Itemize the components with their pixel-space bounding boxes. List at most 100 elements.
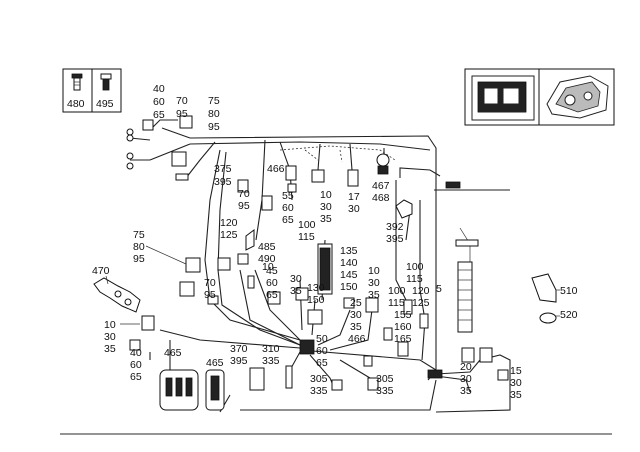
part-number: 17 [348, 191, 360, 203]
part-number: 480 [67, 98, 85, 110]
part-number: 60 [153, 96, 165, 108]
part-number: 35 [290, 285, 302, 297]
part-number: 60 [266, 277, 278, 289]
part-number: 115 [406, 273, 423, 285]
part-number: 305 [376, 373, 394, 385]
part-number: 335 [310, 385, 328, 397]
part-number: 485 [258, 241, 276, 253]
part-number: 30 [320, 201, 332, 213]
part-number: 335 [376, 385, 394, 397]
part-number: 55 [282, 190, 294, 202]
part-number: 75 [133, 229, 145, 241]
part-number: 70 [238, 188, 250, 200]
part-number: 35 [510, 389, 522, 401]
part-number: 510 [560, 285, 578, 297]
part-number: 15 [510, 365, 522, 377]
part-number: 100 [388, 285, 406, 297]
part-number: 305 [310, 373, 328, 385]
part-number: 95 [238, 200, 250, 212]
part-number: 335 [262, 355, 280, 367]
part-number: 60 [316, 345, 328, 357]
part-number: 30 [350, 309, 362, 321]
part-number: 30 [290, 273, 302, 285]
part-number: 160 [394, 321, 412, 333]
leader-lines [105, 245, 560, 325]
part-number: 30 [460, 373, 472, 385]
part-number: 495 [96, 98, 114, 110]
part-number: 65 [130, 371, 142, 383]
part-number: 490 [258, 253, 276, 265]
part-number: 165 [394, 333, 412, 345]
part-number: 120 [412, 285, 430, 297]
part-number: 35 [460, 385, 472, 397]
part-number: 30 [368, 277, 380, 289]
part-number: 120 [220, 217, 238, 229]
part-number: 470 [92, 265, 110, 277]
part-number: 520 [560, 309, 578, 321]
part-number: 80 [208, 108, 220, 120]
part-number: 395 [230, 355, 248, 367]
part-number: 5 [436, 283, 442, 295]
part-number: 466 [267, 163, 285, 175]
part-number: 35 [320, 213, 332, 225]
part-number: 30 [104, 331, 116, 343]
part-number: 465 [164, 347, 182, 359]
screw-icon [100, 73, 112, 91]
part-number: 467 [372, 180, 390, 192]
part-number: 145 [340, 269, 358, 281]
engine-bay-icon [471, 75, 535, 121]
part-number: 10 [368, 265, 380, 277]
part-number: 100 [406, 261, 424, 273]
part-labels: 40 60 65 70 95 75 80 95 375 395 70 95 46… [92, 83, 578, 401]
part-number: 95 [133, 253, 145, 265]
part-number: 25 [350, 297, 362, 309]
part-number: 50 [316, 333, 328, 345]
part-number: 125 [220, 229, 238, 241]
part-number: 125 [412, 297, 430, 309]
bolt-icon [71, 73, 83, 91]
part-number: 135 [340, 245, 358, 257]
part-number: 466 [348, 333, 366, 345]
part-number: 65 [266, 289, 278, 301]
connector-parts [93, 115, 557, 411]
part-number: 95 [176, 108, 188, 120]
part-number: 155 [394, 309, 412, 321]
part-number: 10 [262, 261, 274, 273]
part-number: 30 [348, 203, 360, 215]
part-number: 65 [153, 109, 165, 121]
part-number: 40 [130, 347, 142, 359]
part-number: 35 [368, 289, 380, 301]
part-number: 60 [130, 359, 142, 371]
engine-inset [464, 68, 615, 126]
part-number: 140 [340, 257, 358, 269]
part-number: 465 [206, 357, 224, 369]
part-number: 95 [208, 121, 220, 133]
engine-icon [546, 75, 609, 119]
part-number: 100 [298, 219, 316, 231]
part-number: 468 [372, 192, 390, 204]
part-number: 75 [208, 95, 220, 107]
part-number: 80 [133, 241, 145, 253]
part-number: 60 [282, 202, 294, 214]
part-number: 130 [307, 282, 325, 294]
part-number: 65 [316, 357, 328, 369]
part-number: 70 [204, 277, 216, 289]
part-number: 30 [510, 377, 522, 389]
part-number: 115 [298, 231, 315, 243]
fastener-inset: 480 495 [62, 68, 122, 113]
part-number: 395 [386, 233, 404, 245]
part-number: 115 [388, 297, 405, 309]
part-number: 10 [104, 319, 116, 331]
part-number: 370 [230, 343, 248, 355]
part-number: 35 [350, 321, 362, 333]
part-number: 150 [340, 281, 358, 293]
part-number: 392 [386, 221, 404, 233]
part-number: 395 [214, 176, 232, 188]
part-number: 375 [214, 163, 232, 175]
part-number: 95 [204, 289, 216, 301]
part-number: 10 [320, 189, 332, 201]
part-number: 150 [307, 294, 325, 306]
part-number: 70 [176, 95, 188, 107]
part-number: 65 [282, 214, 294, 226]
